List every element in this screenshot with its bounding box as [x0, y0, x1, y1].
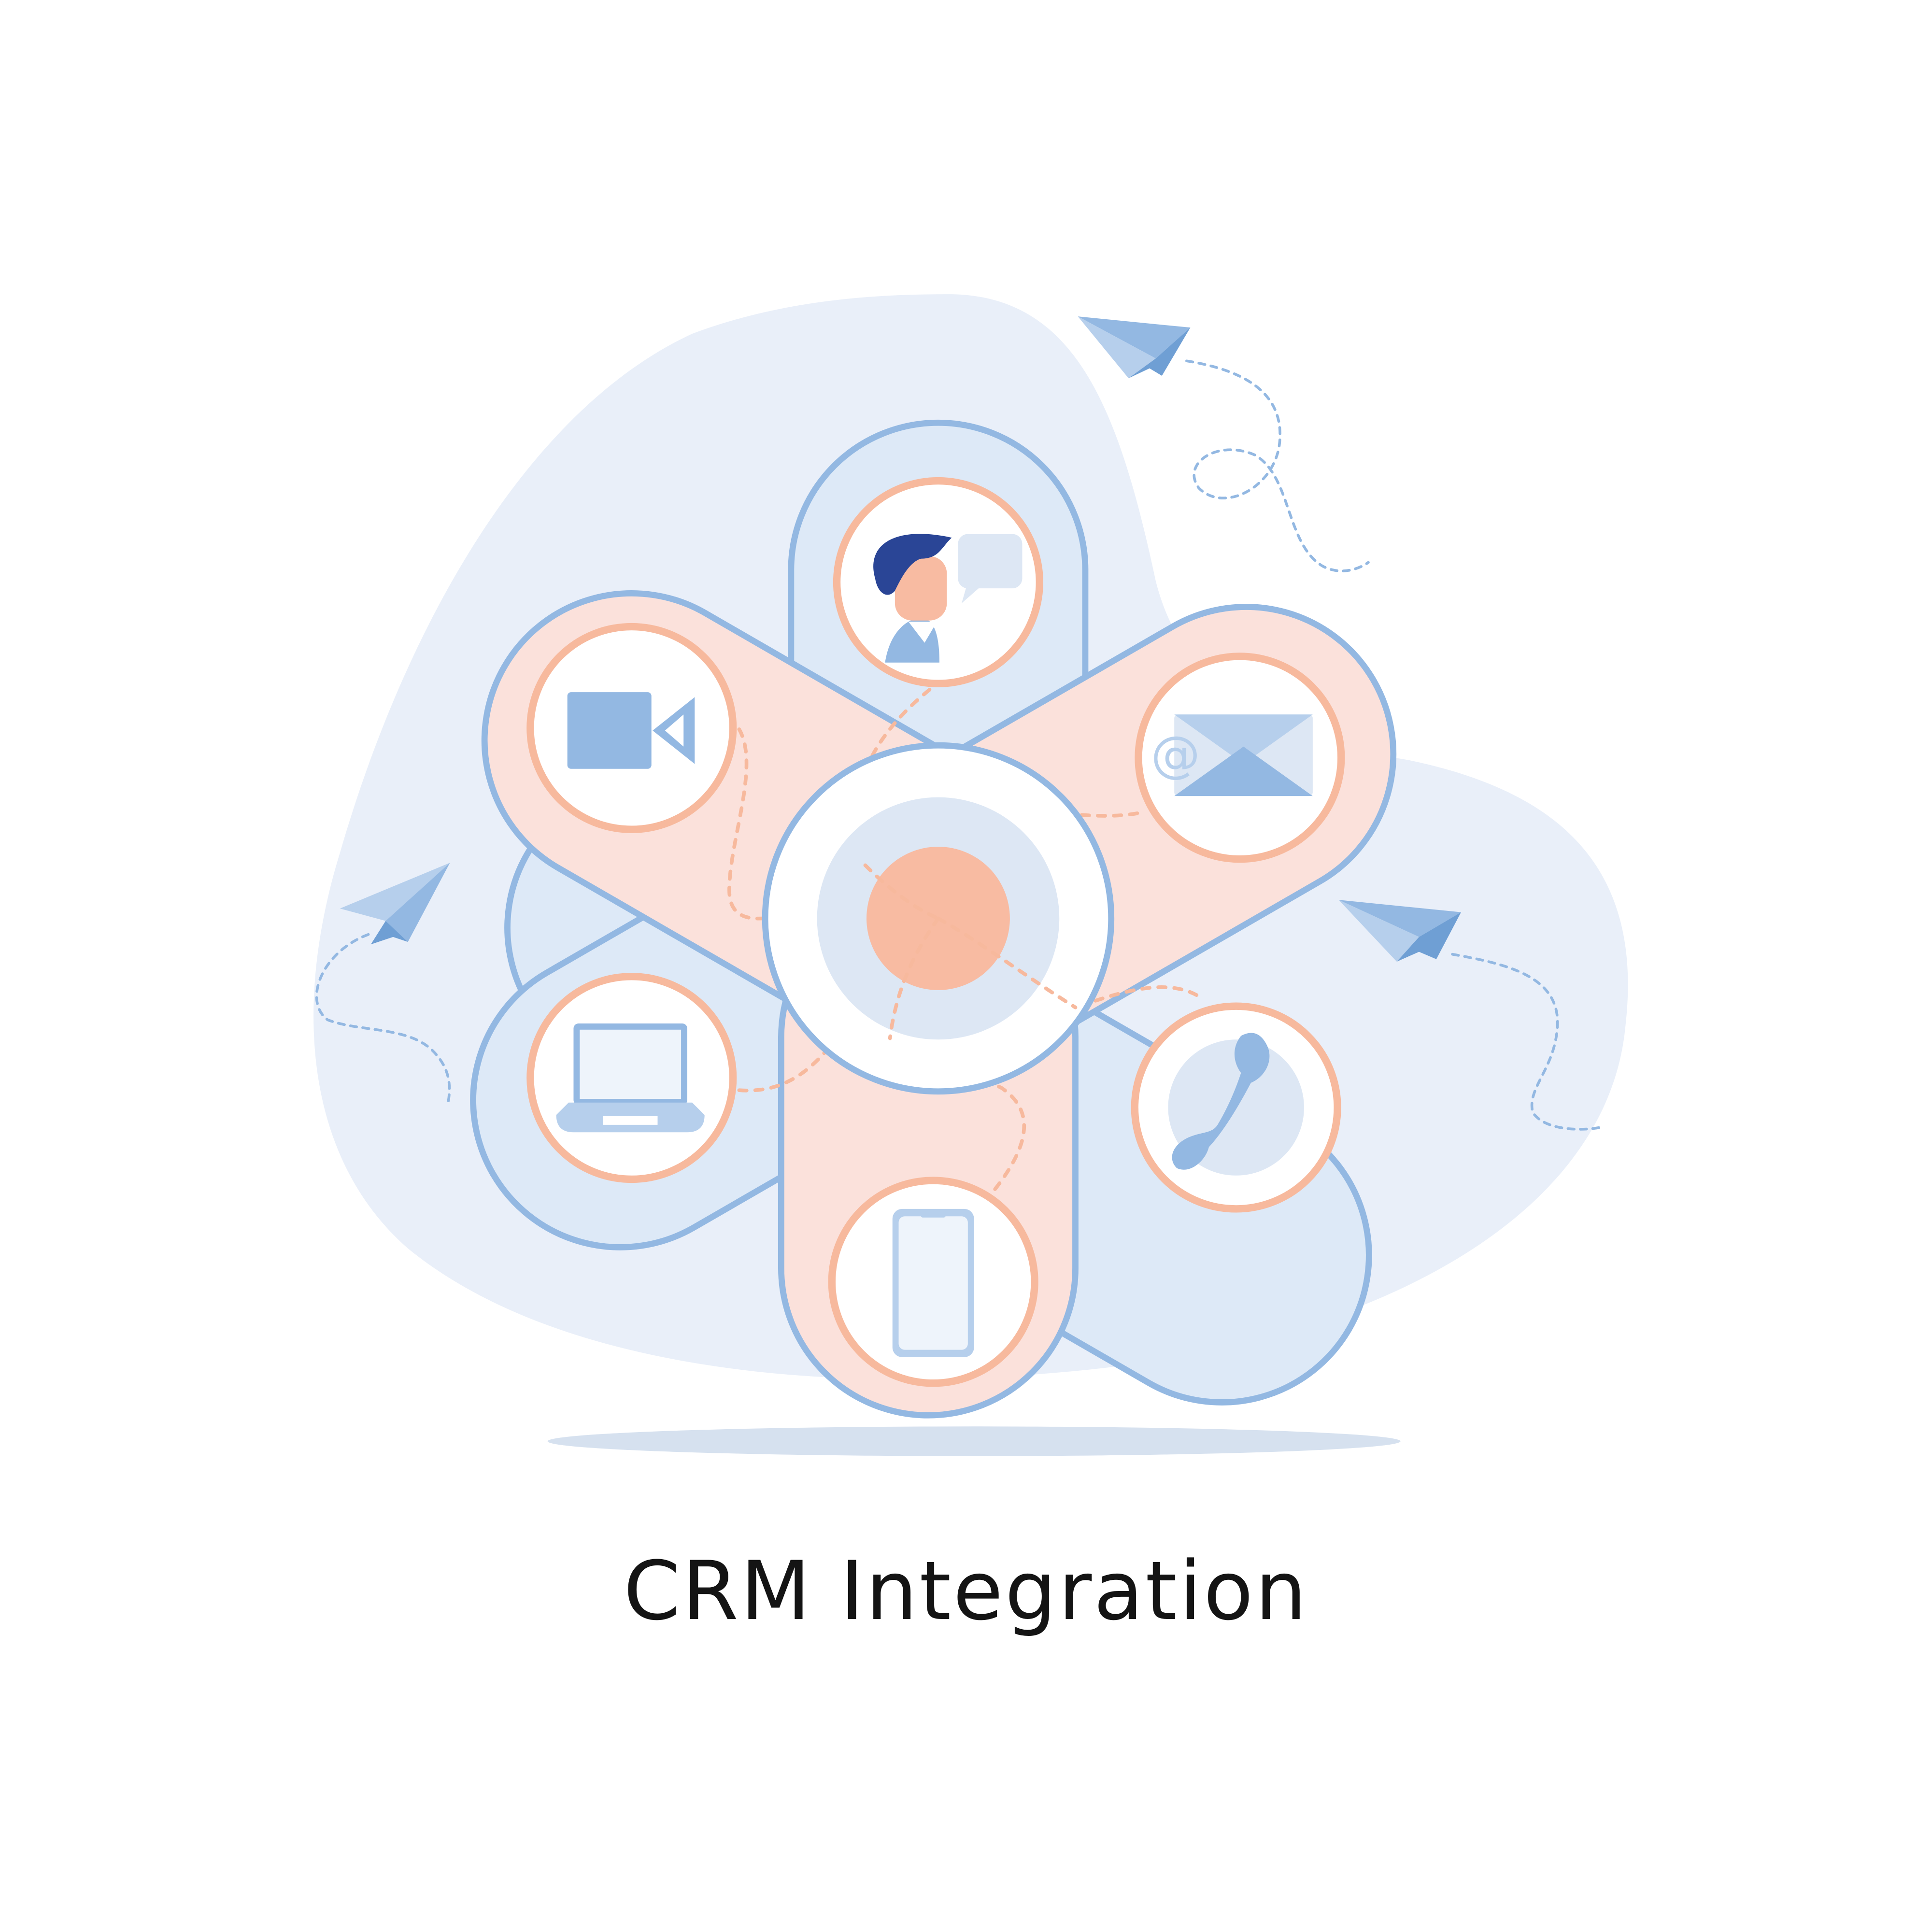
laptop-icon: [556, 1023, 705, 1133]
paper-plane-left-icon: [340, 863, 450, 945]
at-sign-glyph: @: [1151, 726, 1200, 783]
flight-trails: [315, 359, 1602, 1131]
node-mobile: [828, 1177, 1038, 1387]
video-camera-icon: [567, 692, 695, 769]
ground-shadow: [547, 1426, 1401, 1456]
person-chat-icon: [873, 534, 1023, 663]
node-customer: [833, 477, 1043, 687]
smartphone-icon: [892, 1208, 974, 1357]
paper-plane-right-icon: [1338, 900, 1461, 962]
hub-dashes: [863, 863, 1078, 1040]
page-title: CRM Integration: [623, 1544, 1309, 1638]
node-video: [526, 623, 737, 833]
paper-plane-top-right-icon: [1078, 316, 1191, 379]
phone-icon: [1168, 1033, 1304, 1176]
node-email: @: [1135, 653, 1345, 863]
node-laptop: [526, 973, 737, 1183]
email-icon: @: [1151, 714, 1313, 796]
node-phone: [1131, 1002, 1341, 1213]
